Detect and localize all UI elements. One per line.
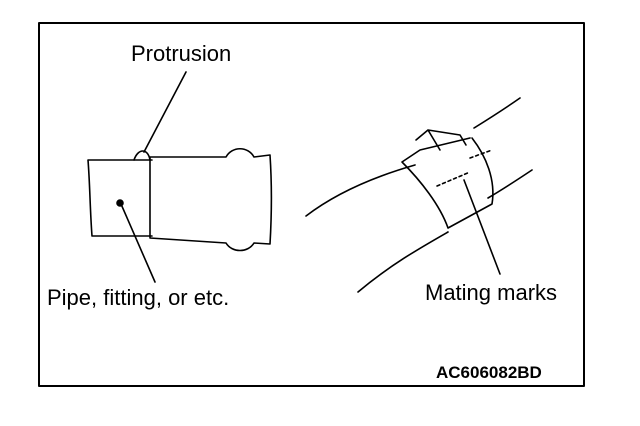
- protrusion-label: Protrusion: [131, 41, 232, 66]
- pipe-body: [87, 159, 153, 237]
- hose-clamp-drawing: [305, 97, 533, 293]
- pipe-protrusion: [133, 150, 151, 161]
- hose-upper-edge: [305, 97, 521, 217]
- protrusion-leader: [143, 71, 187, 153]
- clamp-tab: [415, 129, 467, 151]
- mating-marks-leader: [463, 179, 501, 275]
- pipe-leader: [120, 203, 156, 283]
- mating-marks-label: Mating marks: [425, 280, 558, 305]
- figure-code-label: AC606082BD: [436, 363, 542, 382]
- figure-frame: [38, 22, 585, 387]
- pipe-fitting-label: Pipe, fitting, or etc.: [47, 285, 230, 310]
- hose-body: [149, 147, 273, 252]
- mating-mark-1: [436, 171, 471, 187]
- clamp-band: [401, 137, 494, 229]
- hose-lower-edge: [357, 169, 533, 293]
- mating-mark-2: [469, 149, 493, 159]
- pipe-and-hose-drawing: [87, 71, 273, 283]
